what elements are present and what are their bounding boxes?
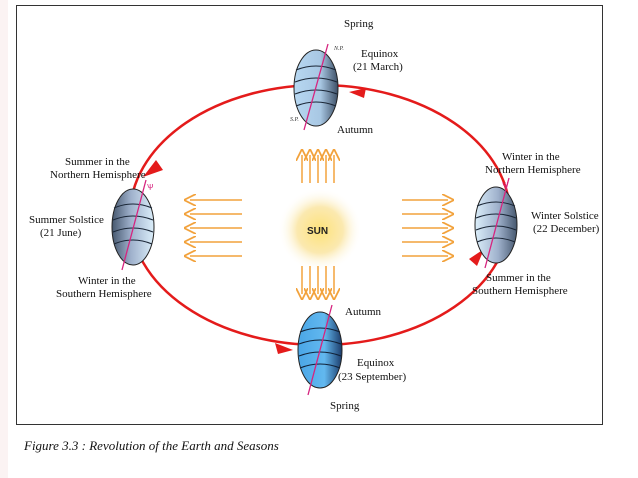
left-winter-line2: Southern Hemisphere [56,288,152,300]
orbit-arrow-bottom-left [275,343,293,354]
north-pole-label: N.P. [334,46,344,52]
earth-globe-september [297,304,343,396]
right-solstice-label: Winter Solstice [531,210,599,222]
earth-globe-june: Ѱ [111,179,155,271]
bottom-season-above: Autumn [345,306,382,318]
page-margin-strip [0,0,8,478]
right-winter-line1: Winter in the [502,151,560,163]
bottom-equinox-date: (23 September) [338,371,407,383]
sun-rays-right [402,200,448,256]
earth-globe-march [293,43,339,131]
sun-rays-down [302,266,334,294]
sun-rays-up [302,155,334,183]
left-winter-line1: Winter in the [78,275,136,287]
svg-text:Ѱ: Ѱ [147,183,153,192]
svg-text:Ѱ: Ѱ [502,181,508,190]
left-summer-line1: Summer in the [65,156,130,168]
bottom-equinox-label: Equinox [357,357,395,369]
sun-glow [278,188,362,272]
top-equinox-date: (21 March) [353,61,403,73]
top-season-above: Spring [344,18,374,30]
orbit-arrow-top-right [349,88,366,98]
left-solstice-date: (21 June) [40,227,82,239]
south-pole-label: S.P. [290,117,299,123]
bottom-season-below: Spring [330,400,360,412]
top-season-below: Autumn [337,124,374,136]
right-summer-line1: Summer in the [486,272,551,284]
figure-caption: Figure 3.3 : Revolution of the Earth and… [24,438,279,453]
sun-rays-left [190,200,242,256]
top-equinox-label: Equinox [361,48,399,60]
sun-label: SUN [307,226,329,237]
left-summer-line2: Northern Hemisphere [50,169,146,181]
right-summer-line2: Southern Hemisphere [472,285,568,297]
right-solstice-date: (22 December) [533,223,600,235]
right-winter-line2: Northern Hemisphere [485,164,581,176]
orbit-arrow-top-left [143,160,163,177]
earth-globe-december: Ѱ [474,177,518,269]
orbit-arrow-bottom-right [469,249,484,266]
left-solstice-label: Summer Solstice [29,214,104,226]
